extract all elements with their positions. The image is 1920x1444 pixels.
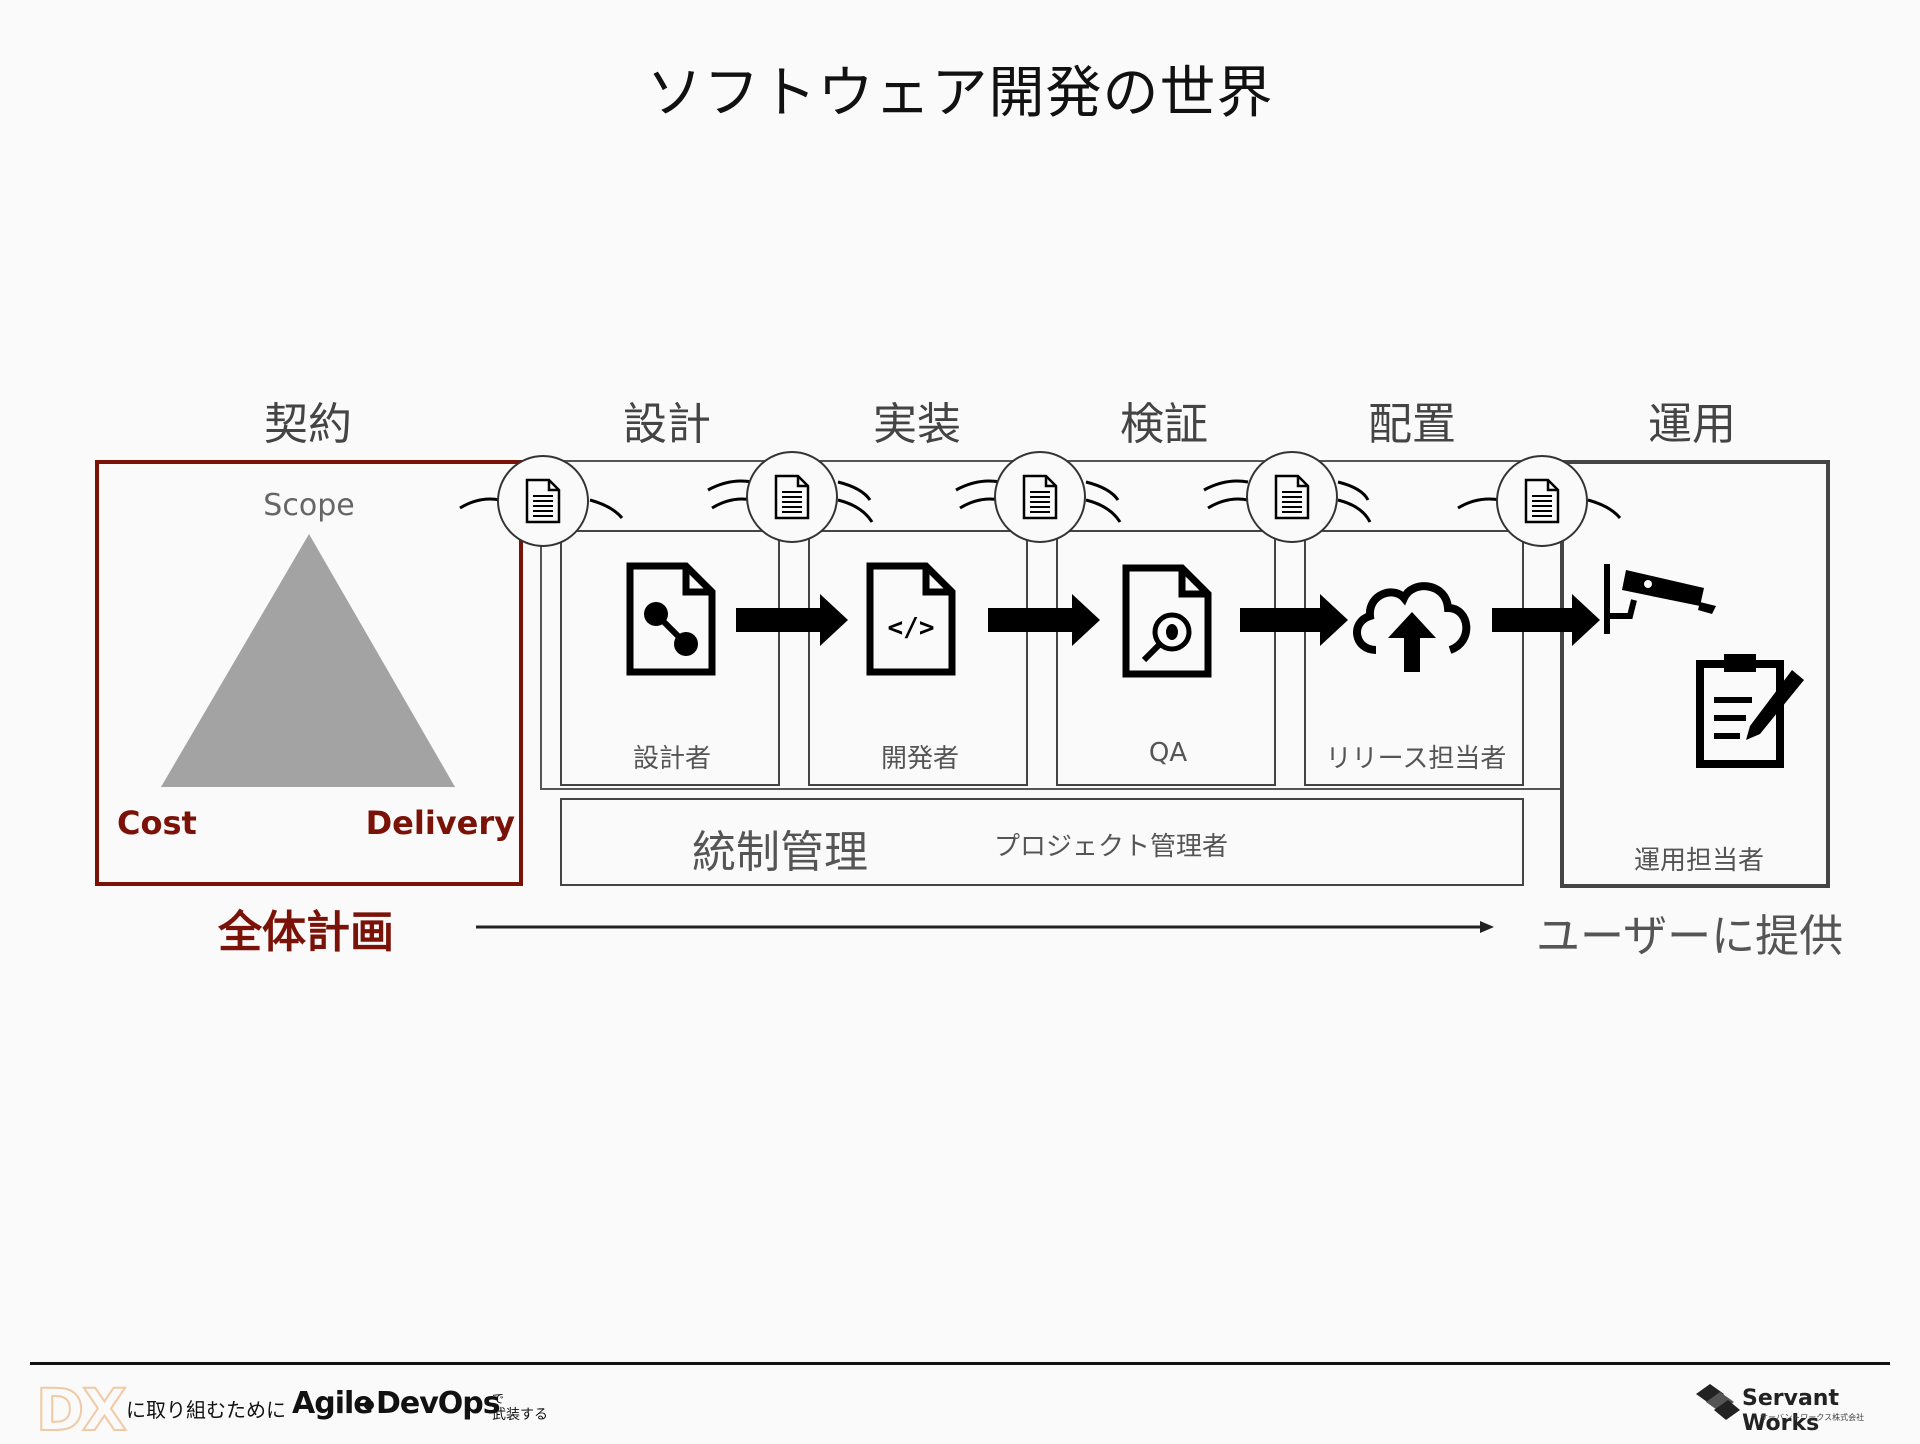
deployment-box: リリース担当者 bbox=[1304, 530, 1524, 786]
footer-tagline: に取り組むために bbox=[126, 1398, 286, 1422]
delivery-label: Delivery bbox=[365, 804, 515, 842]
handoff-doc-3 bbox=[994, 451, 1086, 543]
footer-small-de: で bbox=[492, 1392, 505, 1406]
overall-plan-label: 全体計画 bbox=[218, 907, 394, 958]
phase-design: 設計 bbox=[623, 399, 711, 450]
cloud-upload-icon bbox=[1353, 582, 1471, 672]
role-qa: QA bbox=[1148, 738, 1188, 768]
footer-dot bbox=[364, 1400, 374, 1410]
governance-label: 統制管理 bbox=[692, 827, 868, 878]
footer-agile: Agile bbox=[292, 1386, 374, 1421]
verification-box: QA bbox=[1056, 530, 1276, 786]
operation-box: 運用担当者 bbox=[1560, 460, 1830, 888]
document-icon bbox=[1524, 478, 1560, 524]
contract-box: Scope Cost Delivery bbox=[95, 460, 523, 886]
svg-text:</>: </> bbox=[888, 613, 935, 643]
document-icon bbox=[525, 478, 561, 524]
footer-small-buso: 武装する bbox=[492, 1407, 548, 1423]
cost-label: Cost bbox=[117, 804, 197, 842]
document-icon bbox=[774, 474, 810, 520]
implementation-box: </> 開発者 bbox=[808, 530, 1028, 786]
code-file-icon: </> bbox=[866, 562, 956, 676]
deliver-to-user-label: ユーザーに提供 bbox=[1536, 911, 1844, 962]
phase-deployment: 配置 bbox=[1368, 399, 1456, 450]
clipboard-edit-icon bbox=[1696, 654, 1804, 768]
scope-triangle bbox=[161, 534, 455, 787]
role-release: リリース担当者 bbox=[1325, 744, 1507, 774]
design-box: 設計者 bbox=[560, 530, 780, 786]
phase-contract: 契約 bbox=[264, 399, 352, 450]
phase-verification: 検証 bbox=[1120, 399, 1208, 450]
governance-box: 統制管理 プロジェクト管理者 bbox=[560, 798, 1524, 886]
document-icon bbox=[1274, 474, 1310, 520]
phase-operation: 運用 bbox=[1648, 399, 1736, 450]
footer-devops: DevOps bbox=[376, 1386, 501, 1421]
handoff-doc-1 bbox=[497, 455, 589, 547]
handoff-doc-5 bbox=[1496, 455, 1588, 547]
role-developer: 開発者 bbox=[880, 744, 959, 774]
handoff-doc-4 bbox=[1246, 451, 1338, 543]
document-icon bbox=[1022, 474, 1058, 520]
design-diagram-icon bbox=[626, 562, 716, 676]
footer-divider bbox=[30, 1362, 1890, 1365]
servant-works-logo-icon bbox=[1696, 1384, 1740, 1420]
page-title: ソフトウェア開発の世界 bbox=[646, 61, 1274, 126]
footer-brand-sub: サーバントワークス株式会社 bbox=[1760, 1413, 1865, 1422]
security-camera-icon bbox=[1604, 564, 1716, 634]
role-project-manager: プロジェクト管理者 bbox=[994, 832, 1229, 862]
role-operator: 運用担当者 bbox=[1633, 846, 1764, 876]
role-designer: 設計者 bbox=[632, 744, 711, 774]
scope-label: Scope bbox=[263, 488, 355, 523]
phase-implementation: 実装 bbox=[873, 399, 961, 450]
bug-search-file-icon bbox=[1122, 564, 1212, 678]
footer-dx-mark: DX bbox=[35, 1375, 128, 1444]
handoff-doc-2 bbox=[746, 451, 838, 543]
footer-brand: Servant Works bbox=[1742, 1386, 1839, 1436]
